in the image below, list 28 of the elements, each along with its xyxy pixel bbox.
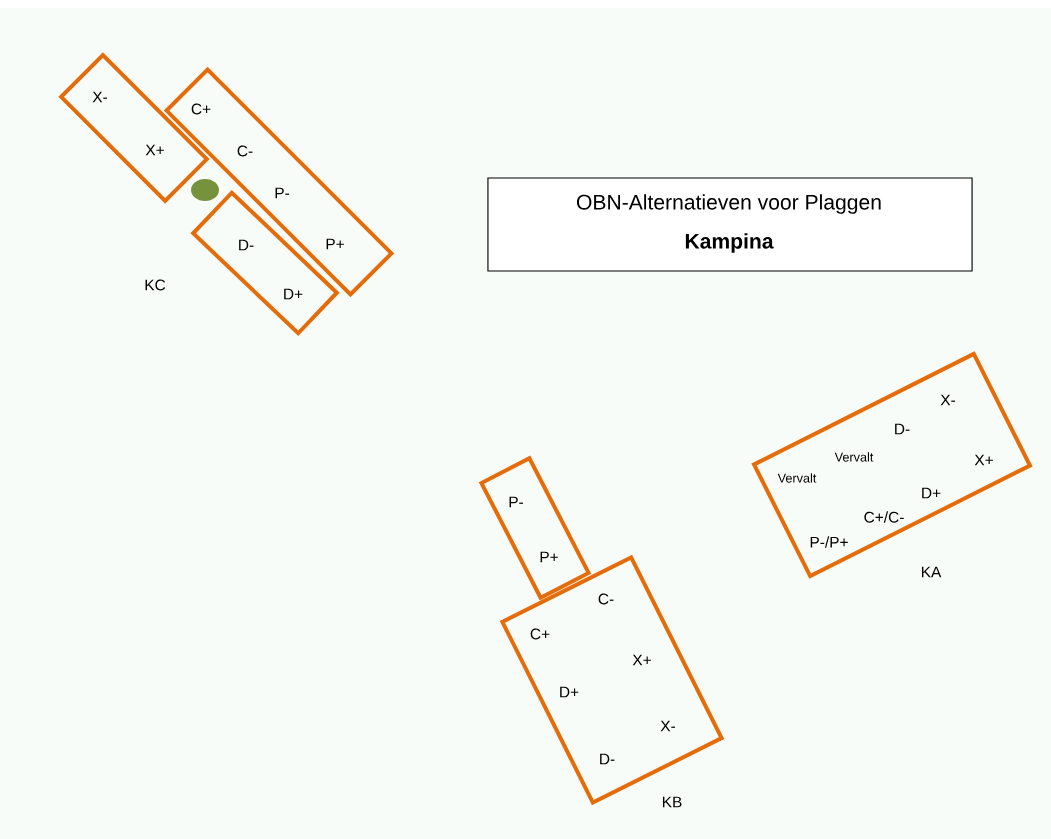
- plot-code: P+: [540, 551, 558, 563]
- plot-code: D+: [922, 487, 941, 499]
- plot-code: X+: [145, 144, 164, 156]
- title-box: OBN-Alternatieven voor Plaggen Kampina: [487, 177, 973, 272]
- plot-code: X-: [660, 720, 676, 732]
- plot-code: C-: [598, 593, 614, 605]
- plot-code: P-: [509, 496, 524, 508]
- plot-code: P-: [275, 187, 290, 199]
- plot-code: C+: [530, 628, 550, 640]
- site-label: KC: [145, 279, 166, 291]
- plot-code: D-: [239, 239, 254, 251]
- plot-code: C+/C-: [864, 511, 904, 523]
- plot-code: D-: [600, 753, 615, 765]
- plot-code: C-: [237, 145, 253, 157]
- plot-code: X-: [92, 91, 108, 103]
- site-label: KA: [921, 566, 942, 578]
- plot-code: D-: [895, 423, 910, 435]
- plot-code: D+: [284, 288, 303, 300]
- plot-code: Vervalt: [777, 473, 817, 483]
- plot-code: C+: [191, 103, 211, 115]
- plot-code: P+: [326, 238, 344, 250]
- plot-code: X+: [974, 454, 993, 466]
- plot-code: D+: [560, 686, 579, 698]
- plot-code: X-: [940, 394, 956, 406]
- plot-code: X+: [632, 654, 651, 666]
- plot-code: P-/P+: [810, 536, 848, 548]
- site-label: KB: [662, 796, 682, 808]
- plot-code: Vervalt: [834, 452, 874, 462]
